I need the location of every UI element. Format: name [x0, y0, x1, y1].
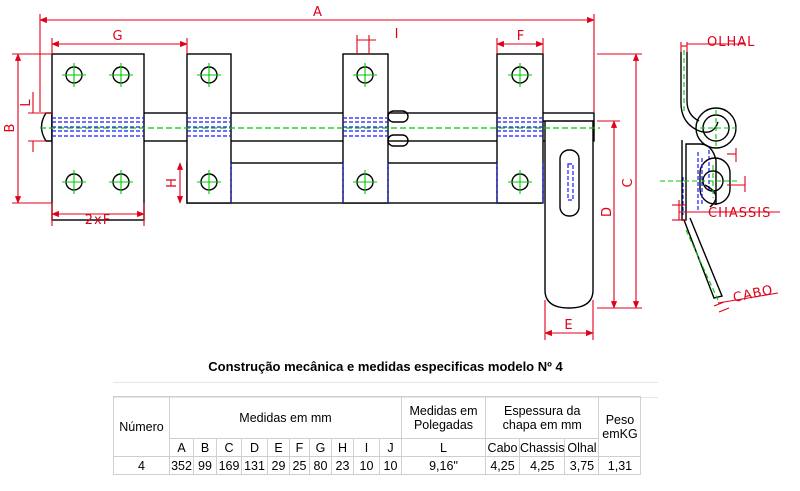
- dim-label-e: E: [564, 318, 573, 333]
- dim-label-b: B: [3, 124, 18, 133]
- cell-l: 9,16": [401, 456, 486, 475]
- col-j: J: [379, 438, 402, 457]
- col-chassis: Chassis: [518, 438, 566, 457]
- table-row: 4 352 99 169 131 29 25 80 23 10 10 9,16"…: [113, 456, 642, 475]
- dim-label-l: L: [19, 99, 34, 107]
- dim-label-a: A: [313, 5, 323, 20]
- screw-hole: [62, 170, 86, 194]
- header-peso: Peso emKG: [598, 396, 642, 457]
- label-cabo: CABO: [732, 283, 775, 306]
- col-c: C: [216, 438, 242, 457]
- table-title: Construção mecânica e medidas especifica…: [208, 359, 563, 374]
- cell-b: 99: [193, 456, 217, 475]
- col-cabo: Cabo: [485, 438, 520, 457]
- col-h: H: [331, 438, 354, 457]
- header-medidas-polegadas: Medidas em Polegadas: [401, 396, 486, 439]
- screw-hole: [353, 170, 377, 194]
- side-view-centerlines: [660, 50, 740, 301]
- cell-h: 23: [331, 456, 354, 475]
- col-d: D: [241, 438, 268, 457]
- cell-f: 25: [289, 456, 310, 475]
- screw-hole: [508, 170, 532, 194]
- screw-hole: [109, 170, 133, 194]
- col-g: G: [309, 438, 332, 457]
- cell-peso: 1,31: [598, 456, 642, 475]
- screw-hole: [197, 63, 221, 87]
- cell-e: 29: [267, 456, 290, 475]
- dim-label-i: I: [395, 27, 400, 42]
- cell-c: 169: [216, 456, 242, 475]
- header-medidas-mm: Medidas em mm: [169, 396, 402, 439]
- cell-chassis: 4,25: [518, 456, 566, 475]
- cell-i: 10: [353, 456, 380, 475]
- cell-j: 10: [379, 456, 402, 475]
- screw-hole: [197, 170, 221, 194]
- header-numero: Número: [113, 396, 170, 457]
- screw-hole: [353, 63, 377, 87]
- header-espessura: Espessura da chapa em mm: [484, 396, 600, 439]
- cell-g: 80: [309, 456, 332, 475]
- technical-drawing: A G I F 2xF E B L H C D OLHAL CHASSIS CA…: [3, 5, 780, 340]
- dim-label-f: F: [517, 29, 525, 44]
- cell-cabo: 4,25: [485, 456, 520, 475]
- dim-label-g: G: [112, 29, 123, 44]
- dim-label-h: H: [165, 178, 180, 188]
- screw-hole: [508, 63, 532, 87]
- latch-front-view: [40, 53, 595, 309]
- screw-hole: [109, 63, 133, 87]
- dim-label-c: C: [621, 178, 636, 187]
- screw-hole: [62, 63, 86, 87]
- mounting-plate-left: [51, 53, 145, 221]
- cell-numero: 4: [113, 456, 170, 475]
- label-chassis: CHASSIS: [708, 206, 771, 221]
- col-olhal: Olhal: [564, 438, 600, 457]
- spec-table-section: Construção mecânica e medidas especifica…: [113, 352, 658, 482]
- col-f: F: [289, 438, 310, 457]
- side-view-hidden: [697, 152, 703, 210]
- dimension-lines: [12, 14, 780, 340]
- dim-label-2xf: 2xF: [85, 213, 111, 228]
- col-l: L: [401, 438, 486, 457]
- col-i: I: [353, 438, 380, 457]
- cell-a: 352: [169, 456, 194, 475]
- latch-handle: [543, 120, 594, 309]
- hidden-lines: [52, 117, 710, 215]
- col-b: B: [193, 438, 217, 457]
- dim-label-d: D: [600, 207, 615, 217]
- spec-table: Número Medidas em mm Medidas em Polegada…: [113, 396, 642, 475]
- cell-olhal: 3,75: [564, 456, 600, 475]
- col-e: E: [267, 438, 290, 457]
- cell-d: 131: [241, 456, 268, 475]
- col-a: A: [169, 438, 194, 457]
- label-olhal: OLHAL: [707, 35, 755, 50]
